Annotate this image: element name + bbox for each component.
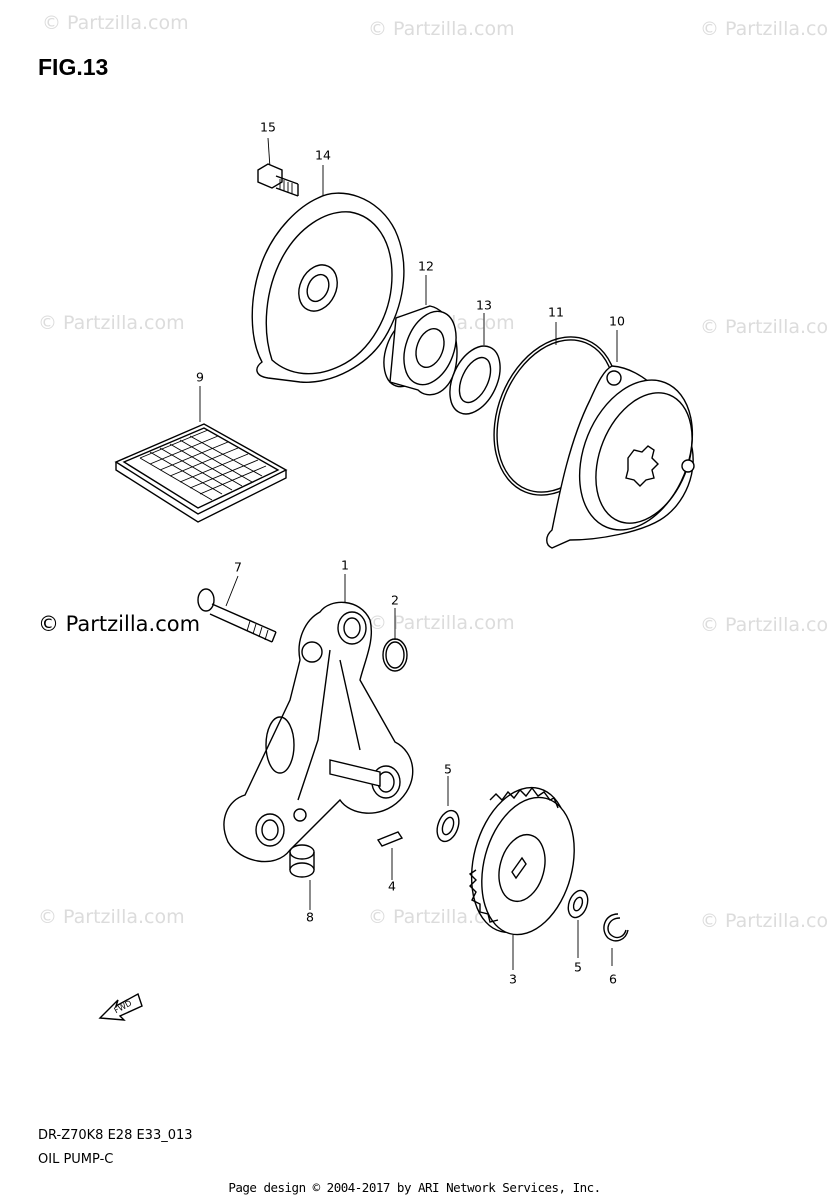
callout-2: 2 — [391, 592, 399, 608]
watermark: © Partzilla.com — [700, 316, 829, 338]
watermark: © Partzilla.com — [368, 18, 515, 40]
watermark: © Partzilla.com — [700, 910, 829, 932]
part-7-bolt — [197, 588, 277, 643]
part-4-pin — [376, 831, 404, 847]
page-copyright: Page design © 2004-2017 by ARI Network S… — [228, 1180, 601, 1195]
watermark: © Partzilla.com — [700, 18, 829, 40]
diagram-code: DR-Z70K8 E28 E33_013 — [38, 1128, 193, 1143]
part-10-pump-case — [546, 365, 695, 549]
callout-5: 5 — [574, 959, 582, 975]
part-12-oil-seal — [383, 305, 458, 396]
watermark: © Partzilla.com — [700, 614, 829, 636]
callout-12: 12 — [418, 258, 434, 274]
callout-1: 1 — [341, 557, 349, 573]
forward-direction-arrow: FWD — [98, 992, 143, 1021]
callout-7: 7 — [234, 559, 242, 575]
callout-3: 3 — [509, 971, 517, 987]
diagram-name: OIL PUMP-C — [38, 1152, 114, 1167]
part-6-circlip — [603, 913, 629, 942]
part-5-washer — [567, 889, 589, 919]
callout-10: 10 — [609, 313, 625, 329]
callout-6: 6 — [609, 971, 617, 987]
callout-4: 4 — [388, 878, 396, 894]
watermark-foreground: © Partzilla.com — [38, 612, 201, 636]
callout-11: 11 — [548, 304, 564, 320]
part-3-drive-gear — [468, 786, 575, 936]
watermark: © Partzilla.com — [38, 312, 185, 334]
part-15-bolt — [257, 163, 299, 197]
callout-15: 15 — [260, 119, 276, 135]
callout-8: 8 — [306, 909, 314, 925]
watermark: © Partzilla.com — [42, 12, 189, 34]
part-8-dowel-pin — [289, 844, 315, 878]
watermark: © Partzilla.com — [368, 612, 515, 634]
part-5-washer — [436, 809, 460, 843]
watermark: © Partzilla.com — [38, 906, 185, 928]
part-14-pump-cover — [251, 192, 405, 383]
callout-14: 14 — [315, 147, 331, 163]
part-2-o-ring — [382, 638, 408, 672]
part-9-oil-strainer — [114, 423, 288, 523]
figure-title: FIG.13 — [38, 54, 109, 80]
leader-lines — [199, 137, 618, 970]
callout-13: 13 — [476, 297, 492, 313]
callout-5: 5 — [444, 761, 452, 777]
part-13-washer — [449, 345, 501, 415]
part-1-pump-body — [223, 601, 414, 863]
callout-9: 9 — [196, 369, 204, 385]
